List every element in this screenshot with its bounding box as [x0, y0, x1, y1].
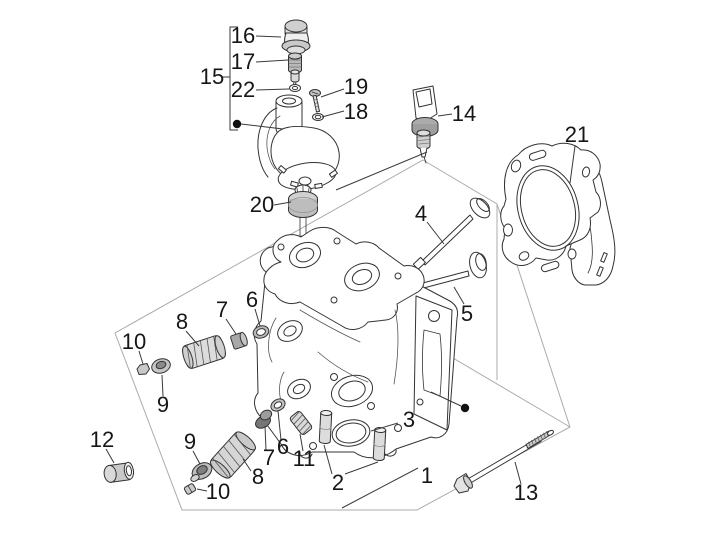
cotter-10a-drawing [136, 363, 150, 375]
part-callout-10b: 10 [205, 479, 231, 504]
part-callout-2: 2 [331, 470, 345, 495]
plug-12-drawing [103, 461, 135, 483]
valve-spring-set-upper-drawing [136, 325, 270, 375]
valve-seal-6b-drawing [270, 398, 286, 412]
spark-plug-drawing [288, 52, 302, 92]
kit-boundary [114, 159, 571, 511]
part-callout-15: 15 [199, 64, 225, 89]
spring-cap-7b-drawing [255, 409, 273, 429]
valve-spring-8a-drawing [182, 335, 226, 369]
part-callout-8a: 8 [175, 309, 189, 334]
leader-5 [453, 286, 465, 305]
leader-17 [255, 59, 289, 63]
part-callout-14: 14 [451, 101, 477, 126]
leader-6b [277, 410, 282, 441]
leader-20 [273, 201, 292, 206]
leader-10b [196, 488, 208, 492]
leader-16 [255, 35, 282, 38]
leader-22 [255, 88, 290, 91]
head-gasket-drawing [500, 142, 616, 286]
cotter-10b-drawing [183, 483, 197, 495]
part-callout-6a: 6 [245, 287, 259, 312]
leader-8a [185, 330, 200, 347]
leader-2 [344, 461, 379, 475]
spark-plug-cap-drawing [281, 19, 311, 55]
part-callout-4: 4 [414, 201, 428, 226]
leader-11 [299, 433, 304, 452]
part-callout-17: 17 [230, 49, 256, 74]
long-bolt-drawing [453, 429, 554, 494]
leader-18 [321, 110, 345, 118]
part-callout-1: 1 [420, 463, 434, 488]
part-callout-11: 11 [292, 446, 316, 471]
leader-19 [320, 88, 345, 98]
part-callout-7b: 7 [262, 445, 276, 470]
part-callout-7a: 7 [215, 297, 229, 322]
cylinder-head-drawing [253, 226, 459, 459]
valve-seal-6a-drawing [252, 325, 270, 339]
leader-14 [335, 151, 428, 191]
valve-spring-set-lower-drawing [103, 398, 313, 495]
valve-spring-8b-drawing [210, 431, 256, 479]
spring-cap-7a-drawing [230, 331, 248, 350]
leader-7b [264, 425, 267, 451]
part-callout-6b: 6 [276, 434, 290, 459]
part-callout-3: 3 [402, 407, 416, 432]
leader-7a [225, 318, 237, 335]
bullet-link-1 [240, 123, 284, 130]
part-callout-22: 22 [230, 77, 256, 102]
leader-3 [370, 422, 399, 432]
bracket-15 [229, 26, 238, 131]
leader-1 [341, 467, 419, 509]
part-callout-12: 12 [89, 427, 115, 452]
leader-6a [254, 308, 261, 327]
part-callout-13: 13 [513, 480, 539, 505]
dowel-pins-drawing [318, 410, 387, 462]
leader-2 [323, 444, 333, 475]
temperature-sensor-drawing [411, 85, 439, 164]
part-callout-18: 18 [343, 99, 369, 124]
screw-19-drawing [309, 89, 324, 121]
part-callout-16: 16 [230, 23, 256, 48]
thermostat-cover-drawing [257, 94, 340, 193]
part-callout-19: 19 [343, 74, 369, 99]
part-callout-8b: 8 [251, 464, 265, 489]
leader-4 [426, 221, 445, 245]
part-callout-21: 21 [564, 122, 590, 147]
small-spring-11-drawing [289, 411, 313, 435]
leader-8b [242, 458, 252, 472]
part-callout-5: 5 [460, 301, 474, 326]
leader-14 [437, 113, 453, 117]
part-callout-10a: 10 [121, 329, 147, 354]
leader-9a [161, 374, 164, 397]
part-callout-9b: 9 [183, 429, 197, 454]
o-ring-drawing [331, 419, 371, 447]
part-callout-20: 20 [249, 192, 275, 217]
part-callout-9a: 9 [156, 392, 170, 417]
bullet-dot-1 [232, 119, 242, 129]
leader-10a [138, 350, 144, 365]
bullet-dot-2 [460, 403, 470, 413]
bullet-link-2 [430, 391, 462, 407]
leader-21 [569, 145, 576, 184]
leader-9b [192, 450, 201, 465]
intake-valve-drawing [412, 197, 491, 270]
leader-13 [514, 461, 522, 485]
leader-12 [105, 448, 115, 464]
